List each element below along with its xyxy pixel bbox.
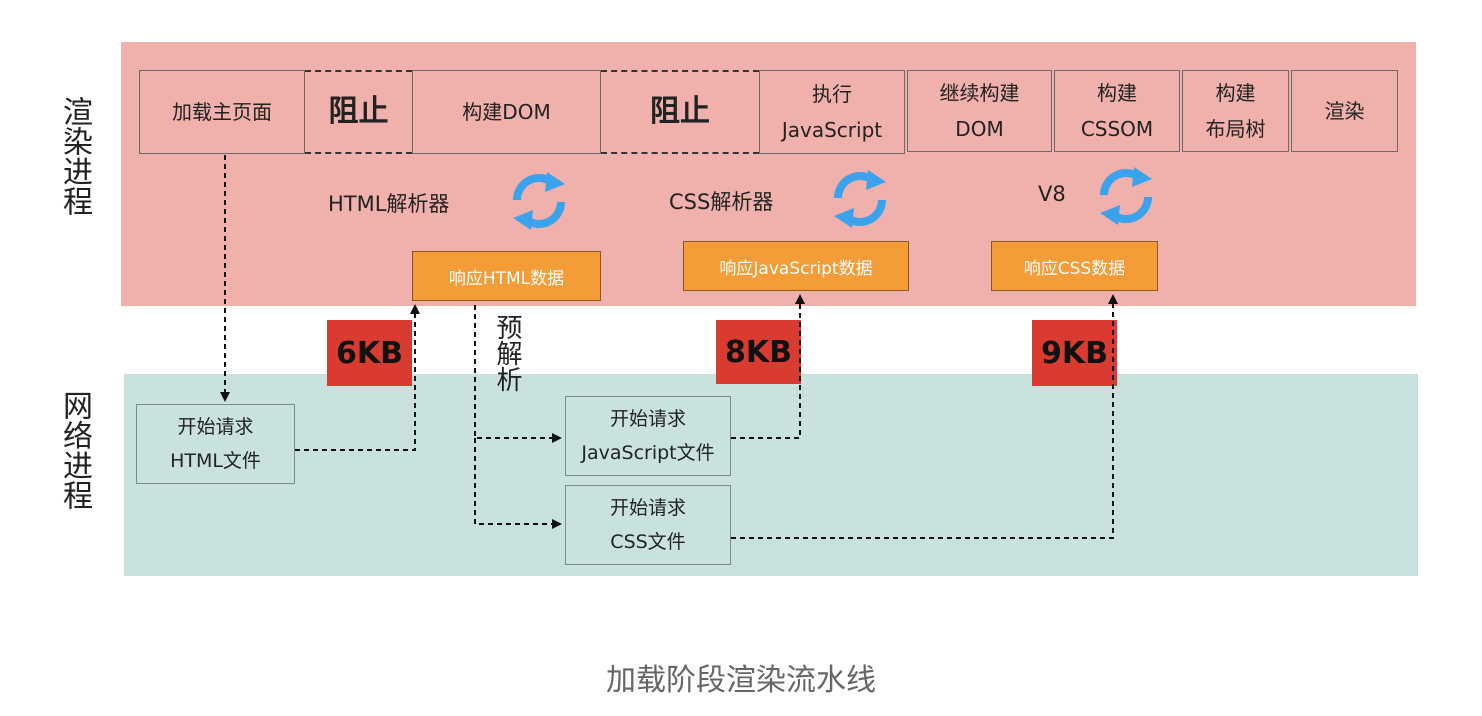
stage-block-2: 阻止: [601, 70, 759, 154]
response-javascript-data-box: 响应JavaScript数据: [683, 241, 909, 291]
arrow-html-request-to-response: [295, 304, 420, 451]
arrow-preparse-to-css-request: [474, 438, 562, 529]
arrow-js-request-to-response: [731, 294, 805, 439]
stage-execute-javascript: 执行 JavaScript: [759, 70, 905, 154]
response-css-data-box: 响应CSS数据: [991, 241, 1158, 291]
v8-label: V8: [1038, 182, 1066, 206]
stage-build-dom: 构建DOM: [412, 70, 601, 154]
arrow-preparse-to-js-request: [474, 305, 562, 443]
stage-load-main-page: 加载主页面: [139, 70, 305, 154]
javascript-size-badge: 8KB: [716, 320, 801, 384]
response-html-data-box: 响应HTML数据: [412, 251, 601, 301]
html-size-badge: 6KB: [327, 320, 412, 386]
network-process-band: [124, 374, 1418, 576]
stage-block-1: 阻止: [305, 70, 412, 154]
render-process-label: 渲染进程: [57, 96, 92, 216]
request-javascript-file-box: 开始请求 JavaScript文件: [565, 396, 731, 476]
html-parser-label: HTML解析器: [328, 192, 450, 216]
network-process-label: 网络进程: [57, 390, 92, 510]
request-css-file-box: 开始请求 CSS文件: [565, 485, 731, 565]
diagram-caption: 加载阶段渲染流水线: [606, 663, 876, 698]
request-html-file-box: 开始请求 HTML文件: [136, 404, 295, 484]
stage-build-cssom: 构建 CSSOM: [1054, 70, 1180, 152]
css-parser-label: CSS解析器: [669, 190, 774, 214]
html-parser-cycle-icon: [512, 172, 566, 230]
arrow-css-request-to-response: [731, 294, 1118, 539]
v8-cycle-icon: [1099, 167, 1153, 225]
css-size-badge: 9KB: [1032, 320, 1117, 386]
pre-parse-label: 预解析: [492, 314, 522, 392]
stage-build-layout-tree: 构建 布局树: [1182, 70, 1289, 152]
stage-continue-build-dom: 继续构建 DOM: [907, 70, 1052, 152]
stage-render: 渲染: [1291, 70, 1398, 152]
css-parser-cycle-icon: [833, 170, 887, 228]
